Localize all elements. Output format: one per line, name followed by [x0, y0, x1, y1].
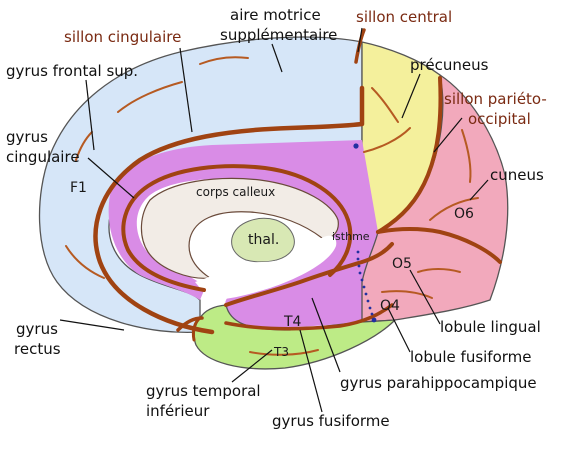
label-gyrus-rectus-1: gyrus	[16, 320, 58, 338]
corpus-callosum	[140, 177, 339, 279]
cuneus-minor-sulcus-2	[429, 197, 479, 221]
leader-gyrus-temporal-inf	[231, 349, 273, 383]
callosal-sulcus	[121, 164, 353, 292]
frontal-minor-sulcus-4	[75, 131, 93, 161]
label-sillon-central: sillon central	[356, 8, 452, 26]
leader-gyrus-cingulaire	[87, 157, 135, 199]
thalamus	[231, 217, 295, 263]
label-isthme: isthme	[332, 230, 370, 243]
cingulate-sulcus	[93, 85, 365, 335]
label-o4: O4	[380, 298, 400, 314]
temporal-minor-sulcus	[249, 349, 319, 356]
label-t3: T3	[273, 345, 289, 359]
leader-gyrus-fusiforme	[299, 329, 323, 413]
frontal-minor-sulcus-1	[117, 81, 183, 113]
inner-white-gap	[195, 235, 337, 300]
label-lobule-fusiforme: lobule fusiforme	[410, 348, 532, 366]
isthmus-dotted-boundary	[353, 143, 377, 323]
precuneus-minor-sulcus-2	[363, 127, 411, 153]
label-corps-calleux: corps calleux	[196, 185, 275, 199]
label-precuneus: précuneus	[410, 56, 489, 74]
leader-sillon-parieto	[433, 117, 463, 153]
precuneus-minor-sulcus-1	[371, 87, 399, 123]
hippocampal-sulcus	[224, 242, 394, 307]
label-gyrus-rectus-2: rectus	[14, 340, 61, 358]
label-f1: F1	[70, 180, 87, 196]
label-lobule-lingual: lobule lingual	[440, 318, 541, 336]
label-thal: thal.	[248, 232, 279, 248]
leader-lobule-fusiforme	[387, 307, 411, 353]
label-cuneus: cuneus	[490, 166, 544, 184]
label-o5: O5	[392, 256, 412, 272]
label-o6: O6	[454, 206, 474, 222]
label-gyrus-parahippocampique: gyrus parahippocampique	[340, 374, 537, 392]
label-sillon-parieto-1: sillon pariéto-	[444, 90, 547, 108]
cuneus-minor-sulcus-1	[461, 129, 472, 183]
label-aire-motrice-1: aire motrice	[230, 6, 321, 24]
temporal-inner-edge	[191, 316, 202, 342]
leader-cuneus	[469, 179, 489, 201]
leader-lobule-lingual	[409, 269, 441, 325]
leader-gyrus-rectus	[59, 319, 125, 331]
label-aire-motrice-2: supplémentaire	[220, 26, 337, 44]
label-sillon-cingulaire: sillon cingulaire	[64, 28, 181, 46]
fusiform-minor-sulcus	[381, 290, 433, 299]
label-gyrus-temporal-inf-2: inférieur	[146, 402, 210, 420]
label-gyrus-cingulaire-2: cingulaire	[6, 148, 80, 166]
label-gyrus-cingulaire-1: gyrus	[6, 128, 48, 146]
leader-precuneus	[401, 73, 421, 119]
label-t4: T4	[283, 314, 302, 330]
label-gyrus-temporal-inf-1: gyrus temporal	[146, 382, 261, 400]
cingulate-region	[108, 140, 378, 328]
label-gyrus-frontal-sup: gyrus frontal sup.	[6, 62, 138, 80]
frontal-minor-sulcus-3	[65, 245, 105, 279]
leader-sillon-cingulaire	[179, 47, 193, 133]
parieto-occipital-sulcus	[376, 76, 443, 234]
lingual-minor-sulcus	[417, 268, 461, 273]
leader-sillon-central	[357, 27, 363, 53]
leader-aire-motrice	[271, 43, 283, 73]
leader-gyrus-parahippocampique	[311, 297, 341, 373]
leader-gyrus-frontal-sup	[85, 79, 95, 151]
label-gyrus-fusiforme: gyrus fusiforme	[272, 412, 390, 430]
frontal-minor-sulcus-2	[199, 56, 249, 65]
collateral-sulcus	[224, 303, 394, 331]
calcarine-sulcus	[376, 227, 502, 264]
label-sillon-parieto-2: occipital	[468, 110, 531, 128]
